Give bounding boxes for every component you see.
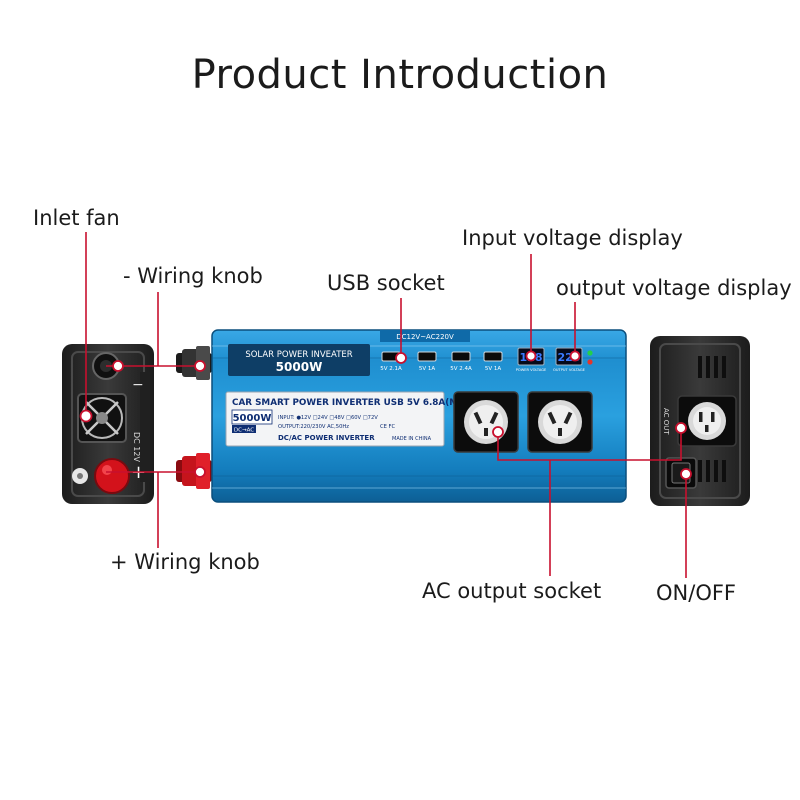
status-led-green — [587, 350, 593, 356]
usb-port-2: 5V 1A — [417, 351, 437, 372]
usb-port-3: 5V 2.4A — [450, 351, 472, 372]
page-title: Product Introduction — [191, 52, 609, 98]
ac-end-cap: AC OUT — [650, 336, 750, 506]
spec-label-type: DC/AC POWER INVERTER — [278, 434, 375, 442]
spec-label-output: OUTPUT:220/230V AC,50Hz — [278, 424, 349, 430]
svg-text:5V 1A: 5V 1A — [485, 366, 502, 372]
brand-strip-text: SOLAR POWER INVEATER — [245, 350, 352, 360]
spec-label-origin: MADE IN CHINA — [392, 436, 432, 442]
ac-outlet-1 — [453, 391, 519, 453]
spec-label: CAR SMART POWER INVERTER USB 5V 6.8A(Max… — [225, 391, 474, 447]
ac-outlet-2 — [527, 391, 593, 453]
spec-label-badge: DC→AC — [234, 428, 254, 434]
callout-inlet-fan: Inlet fan — [33, 206, 120, 230]
callout-usb-socket: USB socket — [327, 271, 445, 295]
marker-ac-outlet-cap — [675, 422, 687, 434]
brand-power-text: 5000W — [276, 360, 323, 374]
svg-text:5V 2.4A: 5V 2.4A — [450, 366, 472, 372]
svg-text:5V 2.1A: 5V 2.1A — [380, 366, 402, 372]
marker-inlet-fan — [79, 409, 93, 423]
dc-end-cap: − + DC 12V — [62, 344, 154, 504]
marker-ac-outlet-case — [492, 426, 504, 438]
marker-usb-socket — [395, 352, 407, 364]
spec-label-input: INPUT: ●12V □24V □48V □60V □72V — [278, 415, 378, 421]
output-voltage-display: 220 OUTPUT VOLTAGE — [553, 347, 586, 372]
spec-label-marks: CE FC — [380, 424, 396, 430]
inverter-case: DC12V~AC220V SOLAR POWER INVEATER 5000W … — [211, 329, 627, 503]
marker-negative-knob-cap — [112, 360, 124, 372]
positive-terminal-post — [176, 453, 212, 489]
leader-markers — [79, 350, 692, 480]
marker-negative-knob-post — [194, 360, 206, 372]
dc-side-label: DC 12V — [132, 432, 141, 462]
callout-ac-output-socket: AC output socket — [422, 579, 602, 603]
ac-side-label: AC OUT — [662, 408, 670, 435]
usb-port-4: 5V 1A — [483, 351, 503, 372]
status-led-red — [587, 359, 593, 365]
marker-on-off — [680, 468, 692, 480]
spec-label-power: 5000W — [233, 413, 272, 424]
positive-knob-icon — [94, 458, 130, 494]
svg-text:5V 1A: 5V 1A — [419, 366, 436, 372]
negative-terminal-post — [176, 346, 212, 380]
marker-positive-knob-post — [194, 466, 206, 478]
callout-negative-wiring-knob: - Wiring knob — [123, 264, 263, 288]
end-cap-ac-outlet — [677, 395, 737, 447]
callout-input-voltage-display: Input voltage display — [462, 226, 683, 250]
spec-label-title: CAR SMART POWER INVERTER USB 5V 6.8A(Max… — [232, 398, 474, 408]
marker-output-display — [569, 350, 581, 362]
svg-text:POWER VOLTAGE: POWER VOLTAGE — [516, 368, 547, 372]
callout-positive-wiring-knob: + Wiring knob — [110, 550, 260, 574]
negative-symbol: − — [132, 377, 144, 393]
top-range-label: DC12V~AC220V — [396, 333, 454, 341]
callout-output-voltage-display: output voltage display — [556, 276, 792, 300]
marker-input-display — [525, 350, 537, 362]
leader-lines — [85, 232, 687, 578]
leader-ac-output-horizontal — [497, 428, 682, 461]
callout-on-off: ON/OFF — [656, 581, 737, 605]
svg-text:OUTPUT VOLTAGE: OUTPUT VOLTAGE — [553, 368, 586, 372]
